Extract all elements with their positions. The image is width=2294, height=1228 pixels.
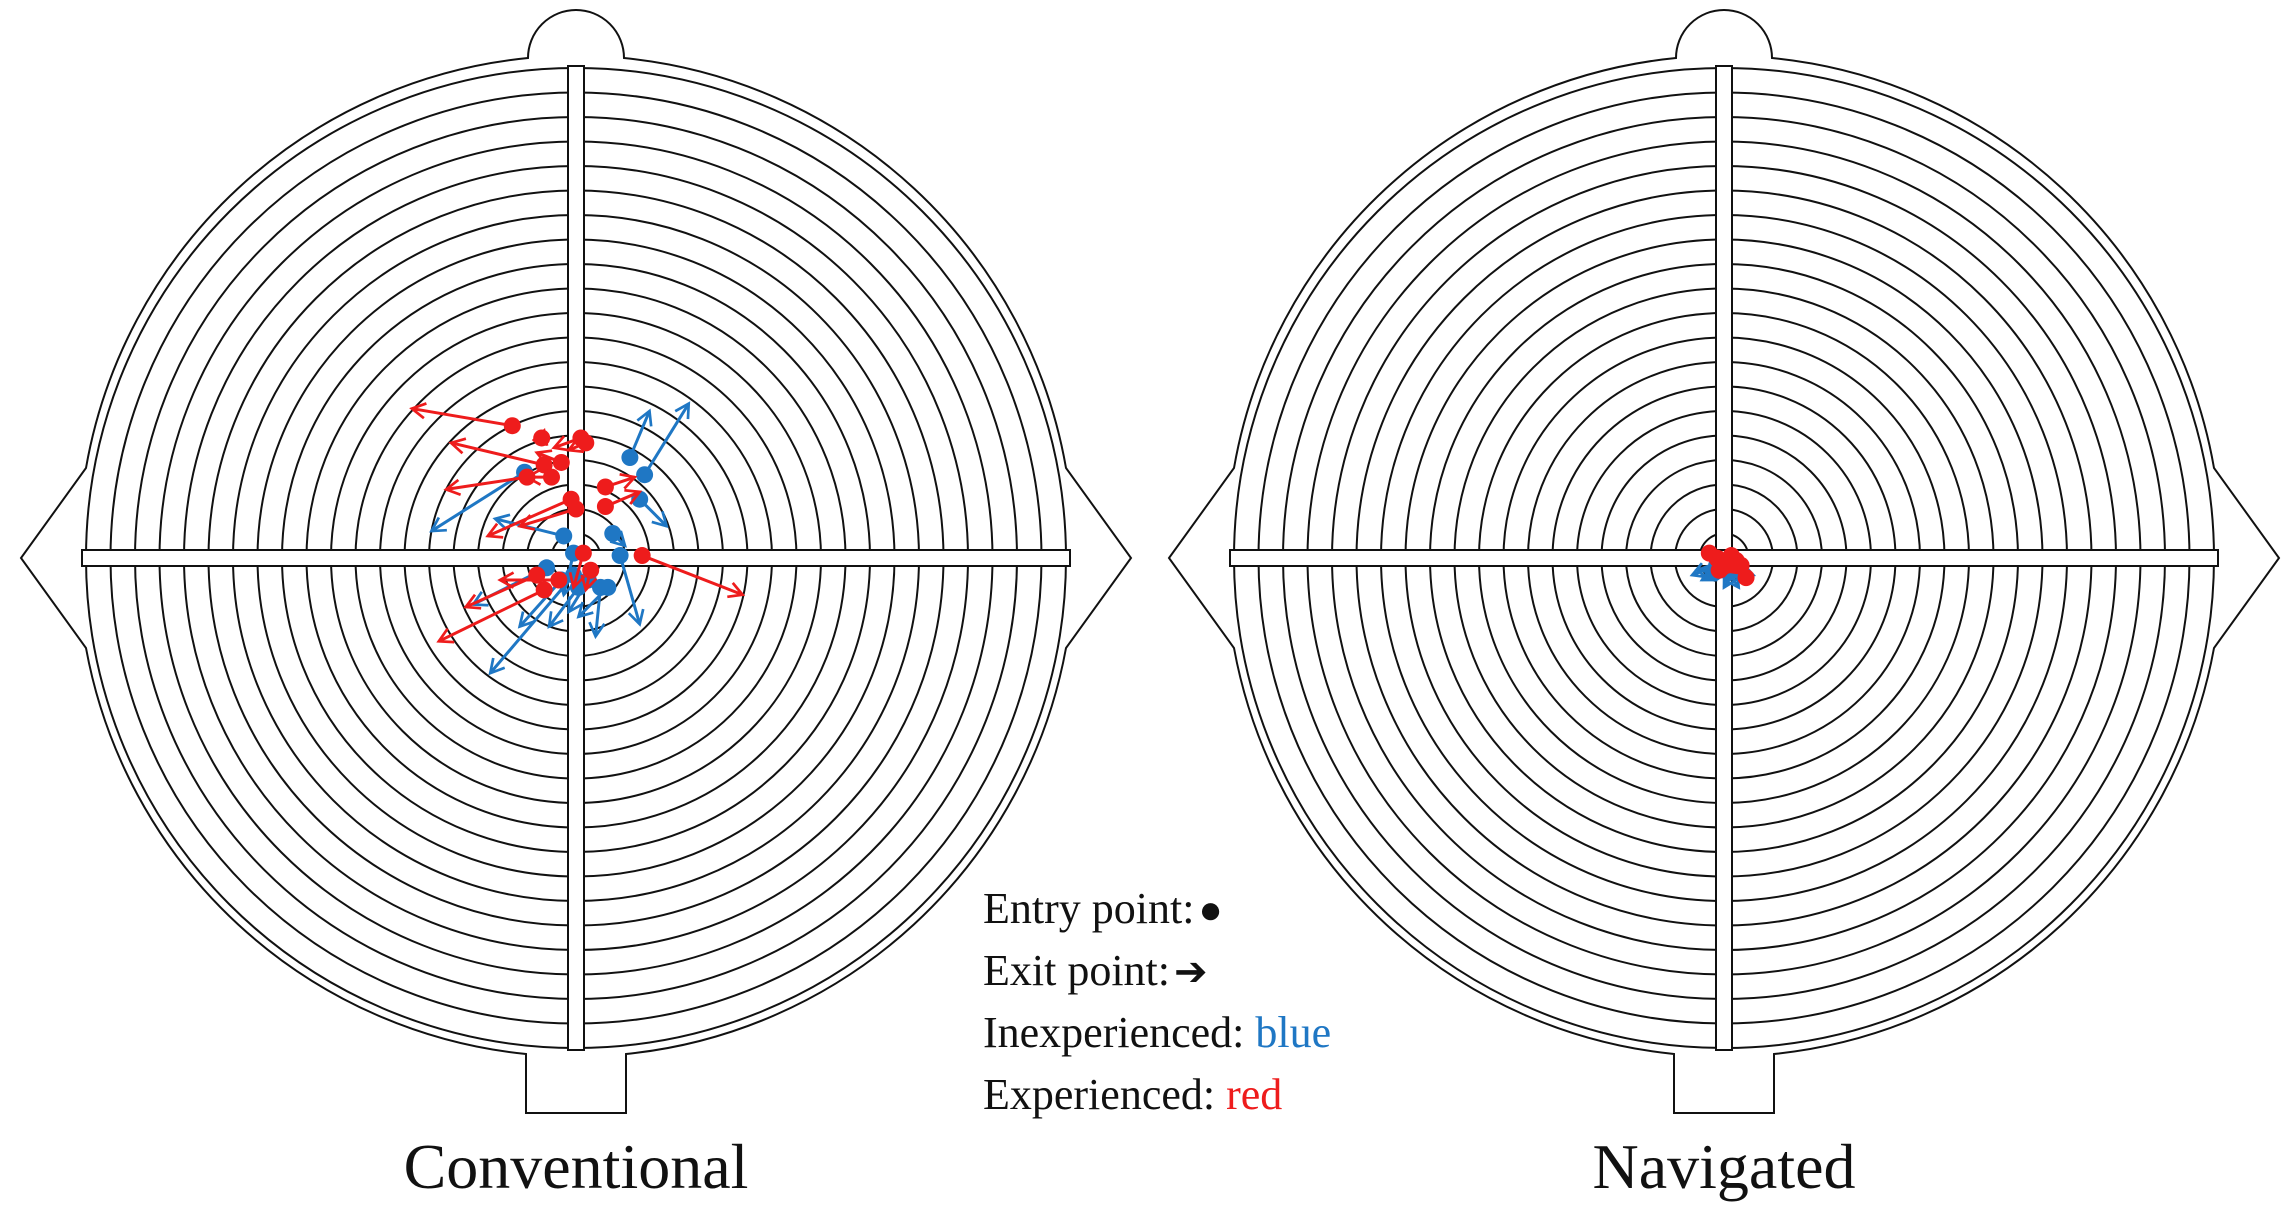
legend-inexperienced-label: Inexperienced: [983,1008,1245,1057]
navigated-panel-title: Navigated [1592,1131,1856,1202]
conventional-target-panel [19,9,1133,1114]
conventional-inexperienced-exit-arrow [517,579,563,629]
conventional-experienced-entry-point [596,498,614,516]
legend: Entry point:● Exit point:➔ Inexperienced… [983,878,1331,1126]
conventional-inexperienced-entry-point [621,449,639,467]
conventional-experienced-entry-point [552,453,570,471]
conventional-experienced-entry-point [550,571,568,589]
legend-exit-row: Exit point:➔ [983,940,1331,1002]
legend-inexperienced-color: blue [1255,1008,1332,1057]
conventional-inexperienced-exit-arrow [488,574,575,676]
conventional-inexperienced-exit-arrow [618,555,645,627]
conventional-panel-title: Conventional [403,1131,749,1202]
conventional-experienced-entry-point [535,581,553,599]
conventional-experienced-exit-arrow [448,437,545,467]
conventional-inexperienced-exit-arrow [643,401,691,476]
conventional-experienced-entry-point [633,547,651,565]
conventional-inexperienced-entry-point [599,578,617,596]
navigated-experienced-entry-point [1737,569,1755,587]
conventional-experienced-entry-point [503,417,521,435]
conventional-inexperienced-exit-arrow [429,470,526,533]
conventional-experienced-entry-point [577,434,595,452]
navigated-target-panel [1167,9,2281,1114]
entry-dot-icon: ● [1198,887,1223,932]
legend-entry-label: Entry point: [983,884,1195,933]
exit-arrow-icon: ➔ [1174,949,1208,994]
conventional-experienced-entry-point [574,544,592,562]
conventional-inexperienced-entry-point [611,547,629,565]
conventional-experienced-exit-arrow [641,554,746,599]
conventional-experienced-entry-point [518,468,536,486]
conventional-experienced-entry-point [596,478,614,496]
conventional-inexperienced-entry-point [636,466,654,484]
conventional-experienced-entry-point [567,500,585,518]
conventional-experienced-entry-point [543,468,560,486]
conventional-experienced-entry-point [528,566,546,584]
legend-experienced-label: Experienced: [983,1070,1216,1119]
legend-experienced-row: Experienced: red [983,1064,1331,1126]
conventional-experienced-entry-point [535,456,553,474]
conventional-inexperienced-entry-point [555,527,573,545]
conventional-experienced-exit-arrow [409,402,513,428]
legend-inexperienced-row: Inexperienced: blue [983,1002,1331,1064]
conventional-experienced-exit-arrow [443,475,528,497]
legend-experienced-color: red [1226,1070,1283,1119]
legend-exit-label: Exit point: [983,946,1170,995]
conventional-experienced-entry-point [533,429,551,447]
conventional-experienced-entry-point [582,561,600,579]
navigated-experienced-entry-point [1710,561,1728,579]
conventional-experienced-exit-arrow [436,588,545,644]
legend-entry-row: Entry point:● [983,878,1331,940]
conventional-experienced-exit-arrow [516,507,577,531]
conventional-inexperienced-entry-point [604,525,622,542]
